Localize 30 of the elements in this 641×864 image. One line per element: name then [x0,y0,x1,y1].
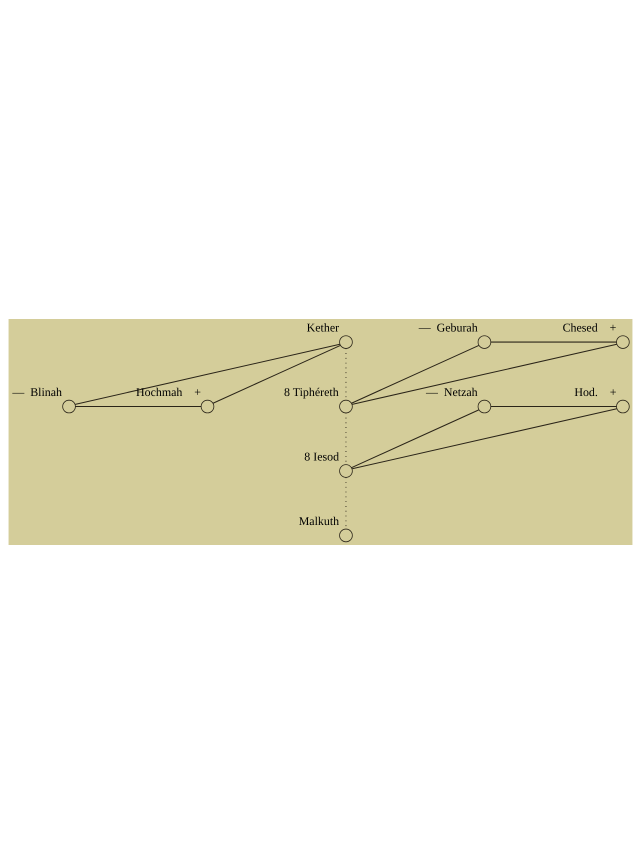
connector [75,344,340,405]
node-circle [339,335,353,349]
connector [490,406,616,408]
connector [212,344,341,404]
connector [352,344,617,405]
connector [490,342,616,343]
node-label: 8 Tiphéreth [284,385,339,400]
node-label: 8 Iesod [304,450,340,464]
connector [351,409,480,468]
node-circle [478,335,492,349]
node-label: Chesed + [562,320,616,335]
node-label: — Netzah [426,385,478,400]
node-circle [616,400,630,414]
node-label: — Blinah [12,385,62,400]
node-circle [62,400,76,414]
node-circle [339,400,353,414]
node-label: — Geburah [418,320,478,335]
node-circle [200,400,214,414]
node-circle [478,400,492,414]
node-label: Malkuth [298,514,340,528]
connector [351,344,480,404]
connector [352,408,617,470]
node-label: Hod. + [574,385,617,400]
node-label: Kether [306,320,340,335]
connector [345,477,346,529]
connector [76,406,202,408]
node-circle [339,528,353,542]
node-label: Hochmah + [136,385,202,400]
node-circle [616,335,630,349]
node-circle [339,464,353,478]
